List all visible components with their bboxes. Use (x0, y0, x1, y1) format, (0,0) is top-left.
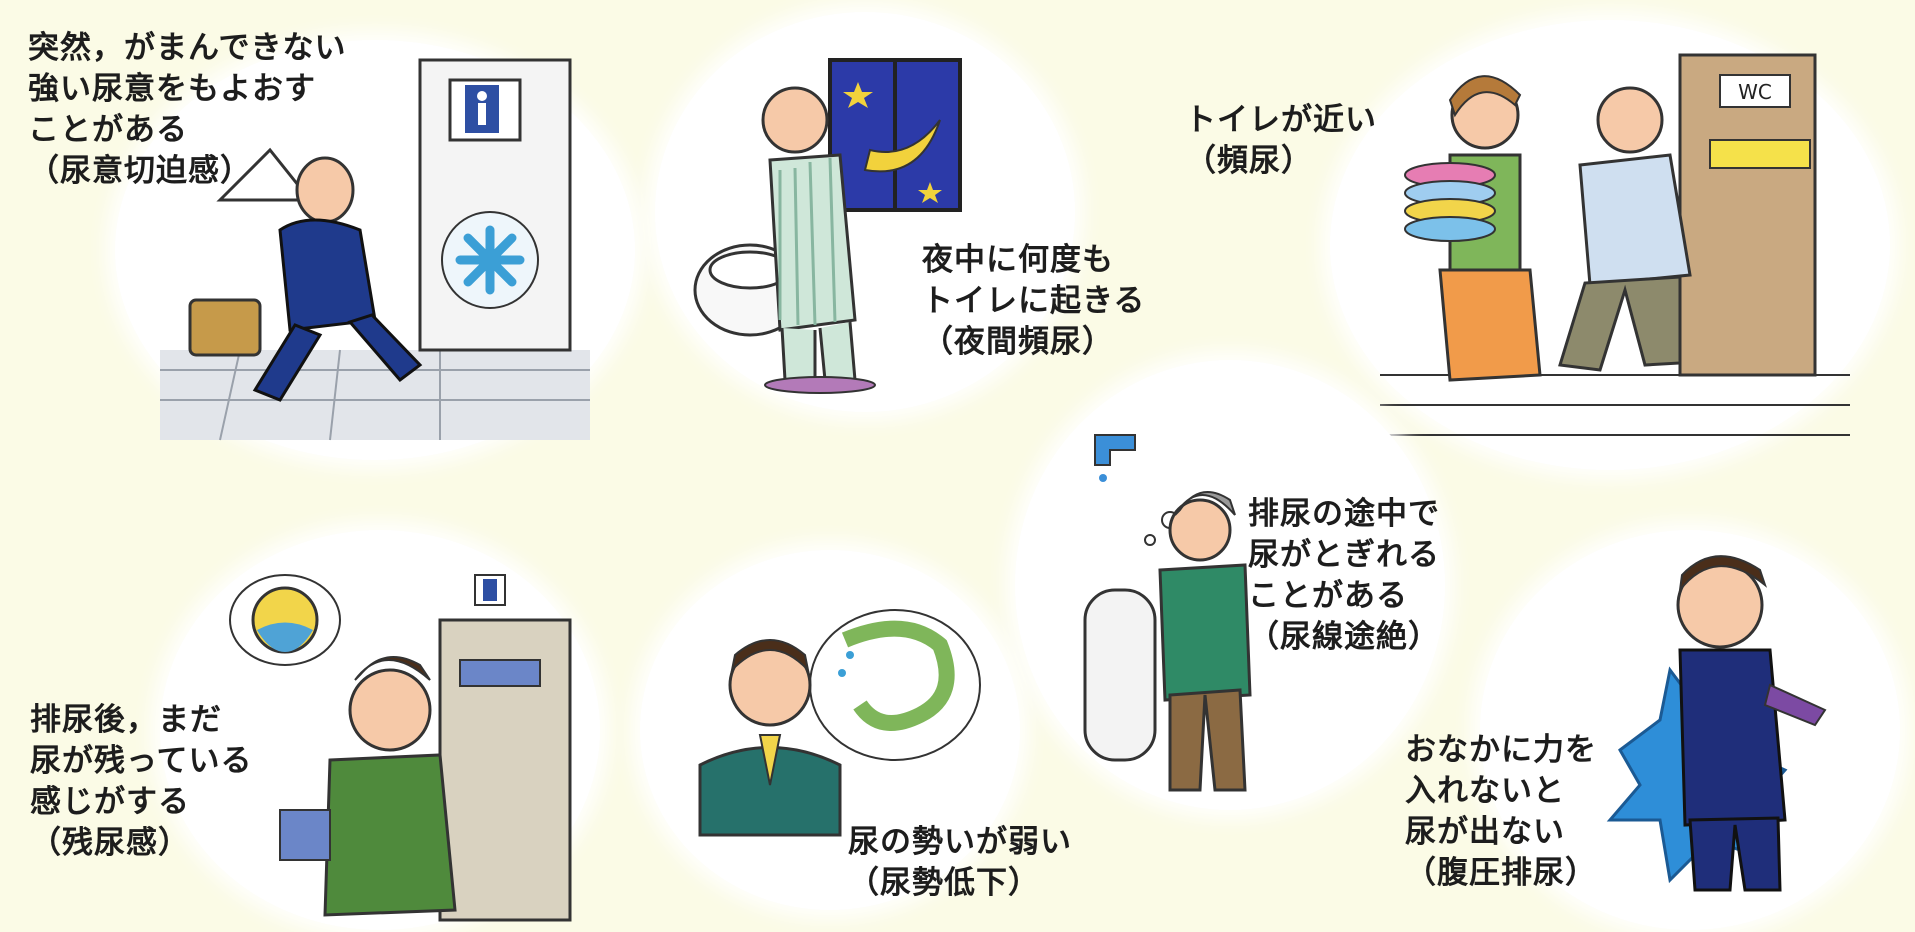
bladder-icon (229, 574, 341, 666)
caption-residual: 排尿後，まだ 尿が残っている 感じがする （残尿感） (30, 702, 253, 861)
splash-icon (441, 211, 539, 309)
toilet-sign-icon (448, 78, 522, 142)
caption-straining: おなかに力を 入れないと 尿が出ない （腹圧排尿） (1405, 732, 1597, 891)
svg-text:WC: WC (1738, 80, 1772, 104)
caption-intermittency: 排尿の途中で 尿がとぎれる ことがある （尿線途絶） (1248, 496, 1440, 655)
caption-frequency: トイレが近い （頻尿） (1185, 102, 1377, 179)
caption-nocturia: 夜中に何度も トイレに起きる （夜間頻尿） (922, 242, 1146, 360)
illustration-weak-stream (698, 609, 981, 837)
caption-urgency: 突然，がまんできない 強い尿意をもよおす ことがある （尿意切迫感） (28, 30, 347, 189)
wc-sign: WC (1719, 74, 1791, 108)
faucet-icon (1094, 434, 1136, 482)
illustration-residual (229, 574, 572, 922)
illustration-straining (1606, 555, 1827, 892)
illustration-frequency: WC (1380, 53, 1850, 436)
illustration-nocturia (693, 58, 962, 394)
illustration-urgency (160, 58, 590, 441)
laundry-stack (1404, 162, 1496, 242)
hose-icon (809, 609, 981, 761)
moon-icon (828, 58, 962, 212)
toilet-sign-icon (474, 574, 506, 606)
illustration-intermittency (1083, 434, 1252, 792)
caption-weak-stream: 尿の勢いが弱い （尿勢低下） (848, 824, 1072, 901)
